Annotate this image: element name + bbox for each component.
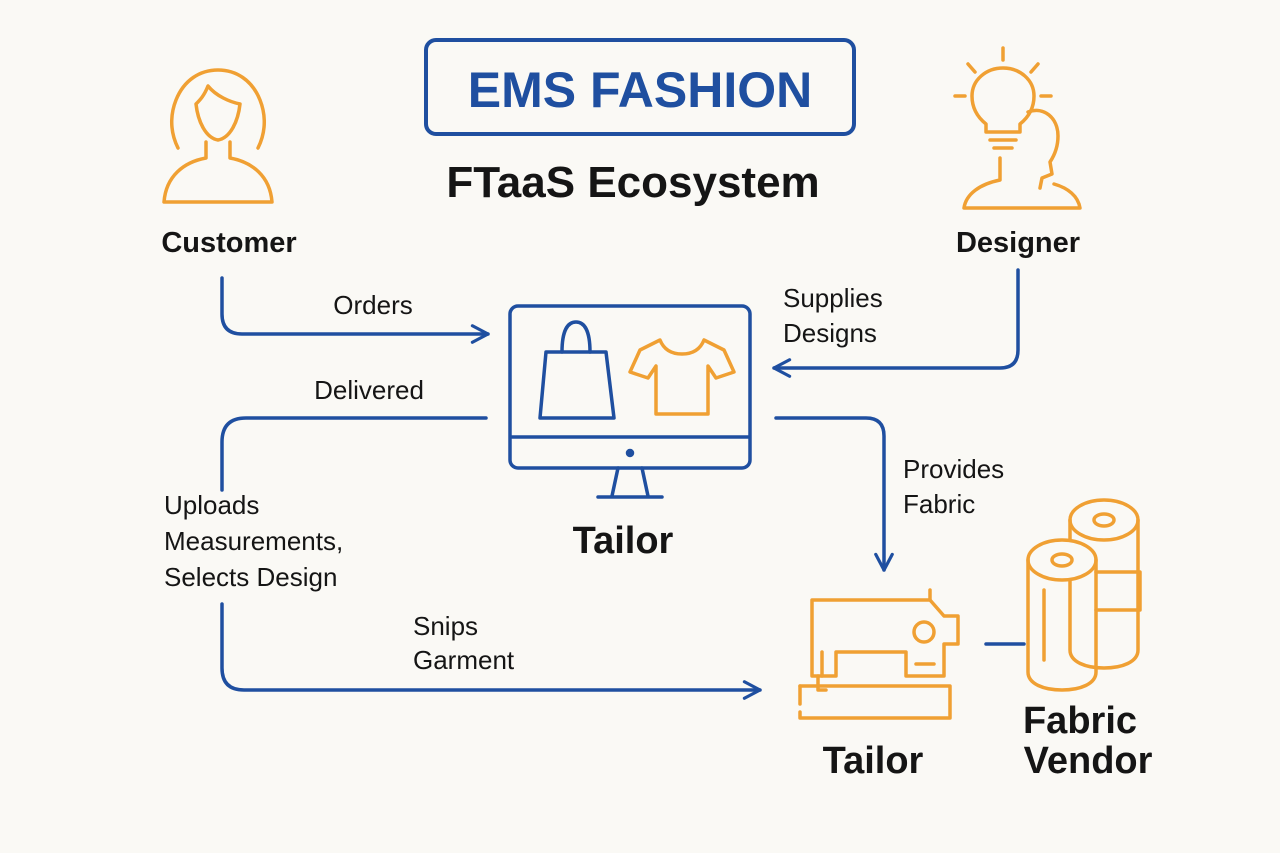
title-box: EMS FASHION	[424, 38, 856, 136]
platform-label: Tailor	[573, 520, 674, 562]
customer-label: Customer	[161, 227, 296, 259]
person-icon	[162, 68, 274, 204]
supplies-label-line2: Designs	[783, 318, 877, 348]
monitor-icon	[508, 304, 752, 499]
tshirt-icon	[628, 338, 736, 416]
supplies-label-line1: Supplies	[783, 283, 883, 313]
shopping-bag-icon	[538, 320, 616, 420]
fabric-rolls-icon	[1026, 498, 1142, 692]
provides-fabric-arrow	[774, 416, 894, 572]
orders-arrow	[220, 276, 490, 344]
uploads-label-line1: Uploads	[164, 490, 259, 520]
snips-label-line2: Garment	[413, 645, 515, 675]
delivered-label: Delivered	[314, 375, 424, 405]
provides-label-line2: Fabric	[903, 489, 975, 519]
snips-label-line1: Snips	[413, 611, 478, 641]
sewing-machine-icon	[798, 588, 960, 720]
page-subtitle: FTaaS Ecosystem	[446, 158, 819, 207]
provides-label-line1: Provides	[903, 454, 1004, 484]
tailor-label: Tailor	[823, 740, 924, 782]
supplies-designs-arrow	[772, 268, 1020, 378]
orders-label: Orders	[333, 290, 412, 320]
snips-garment-arrow	[220, 602, 762, 700]
uploads-label-line3: Selects Design	[164, 562, 337, 592]
designer-label: Designer	[956, 227, 1080, 259]
uploads-label-line2: Measurements,	[164, 526, 343, 556]
page-title: EMS FASHION	[468, 62, 812, 118]
vendor-label-line1: Fabric	[1023, 700, 1137, 742]
delivered-line	[220, 416, 488, 492]
vendor-label-line2: Vendor	[1024, 740, 1153, 782]
lightbulb-head-icon	[953, 46, 1082, 210]
